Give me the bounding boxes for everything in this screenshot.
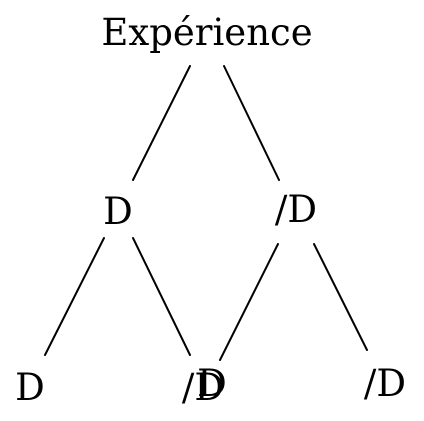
edge-not-d-to-not-d <box>313 243 368 351</box>
level1-node-d: D <box>103 190 133 233</box>
edge-d-to-not-d <box>132 237 191 356</box>
level1-node-not-d: /D <box>275 188 317 231</box>
edge-root-to-not-d <box>223 65 280 181</box>
level2-node-not-d-d: D <box>197 362 227 405</box>
edge-root-to-d <box>132 65 191 181</box>
level2-node-not-d-not-d: /D <box>364 362 406 405</box>
edge-not-d-to-d <box>219 243 279 361</box>
edge-d-to-d <box>44 237 105 356</box>
level2-node-d-not-d: /D <box>182 366 224 409</box>
level2-node-d-d: D <box>15 366 45 409</box>
root-node-label: Expérience <box>101 11 312 54</box>
